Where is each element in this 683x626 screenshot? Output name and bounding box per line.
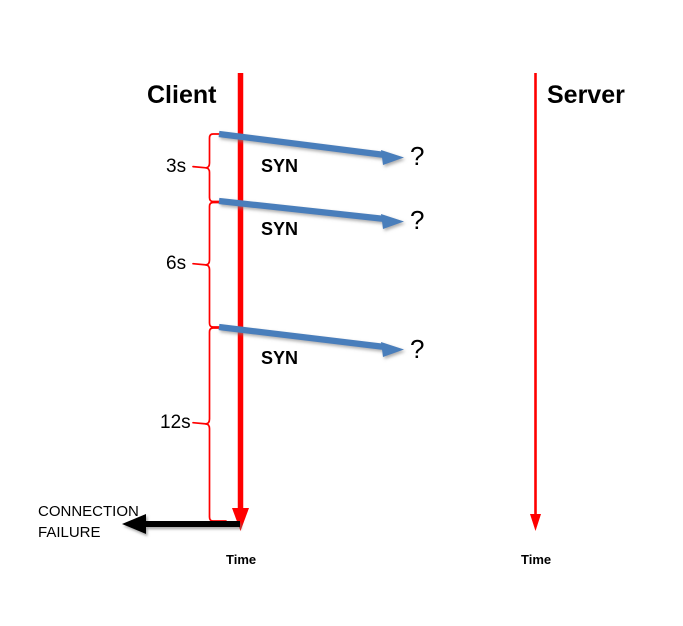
syn-arrow-1 (218, 130, 404, 165)
syn-arrow-2 (218, 197, 404, 229)
message-label-syn-3: SYN (261, 348, 299, 368)
client-lane-title: Client (147, 81, 217, 109)
timer-brace-12s (192, 327, 227, 522)
connection-failure-label-line1: CONNECTION (38, 503, 139, 520)
syn-arrow-3 (218, 323, 404, 357)
connection-failure-arrow (122, 514, 240, 534)
server-time-axis-label: Time (521, 552, 552, 567)
no-response-marker-1: ? (410, 141, 425, 171)
client-lifeline (232, 73, 249, 531)
client-time-axis-label: Time (226, 552, 257, 567)
no-response-marker-3: ? (410, 334, 425, 364)
timer-label-12s: 12s (160, 412, 191, 433)
timer-label-3s: 3s (166, 156, 187, 177)
timer-label-6s: 6s (166, 253, 187, 274)
timer-brace-3s (192, 133, 227, 203)
message-label-syn-2: SYN (261, 219, 299, 239)
message-label-syn-1: SYN (261, 156, 299, 176)
no-response-marker-2: ? (410, 205, 425, 235)
connection-failure-label-line2: FAILURE (38, 524, 101, 541)
server-lifeline (530, 73, 541, 531)
timer-brace-6s (192, 201, 227, 328)
server-lane-title: Server (547, 81, 625, 109)
